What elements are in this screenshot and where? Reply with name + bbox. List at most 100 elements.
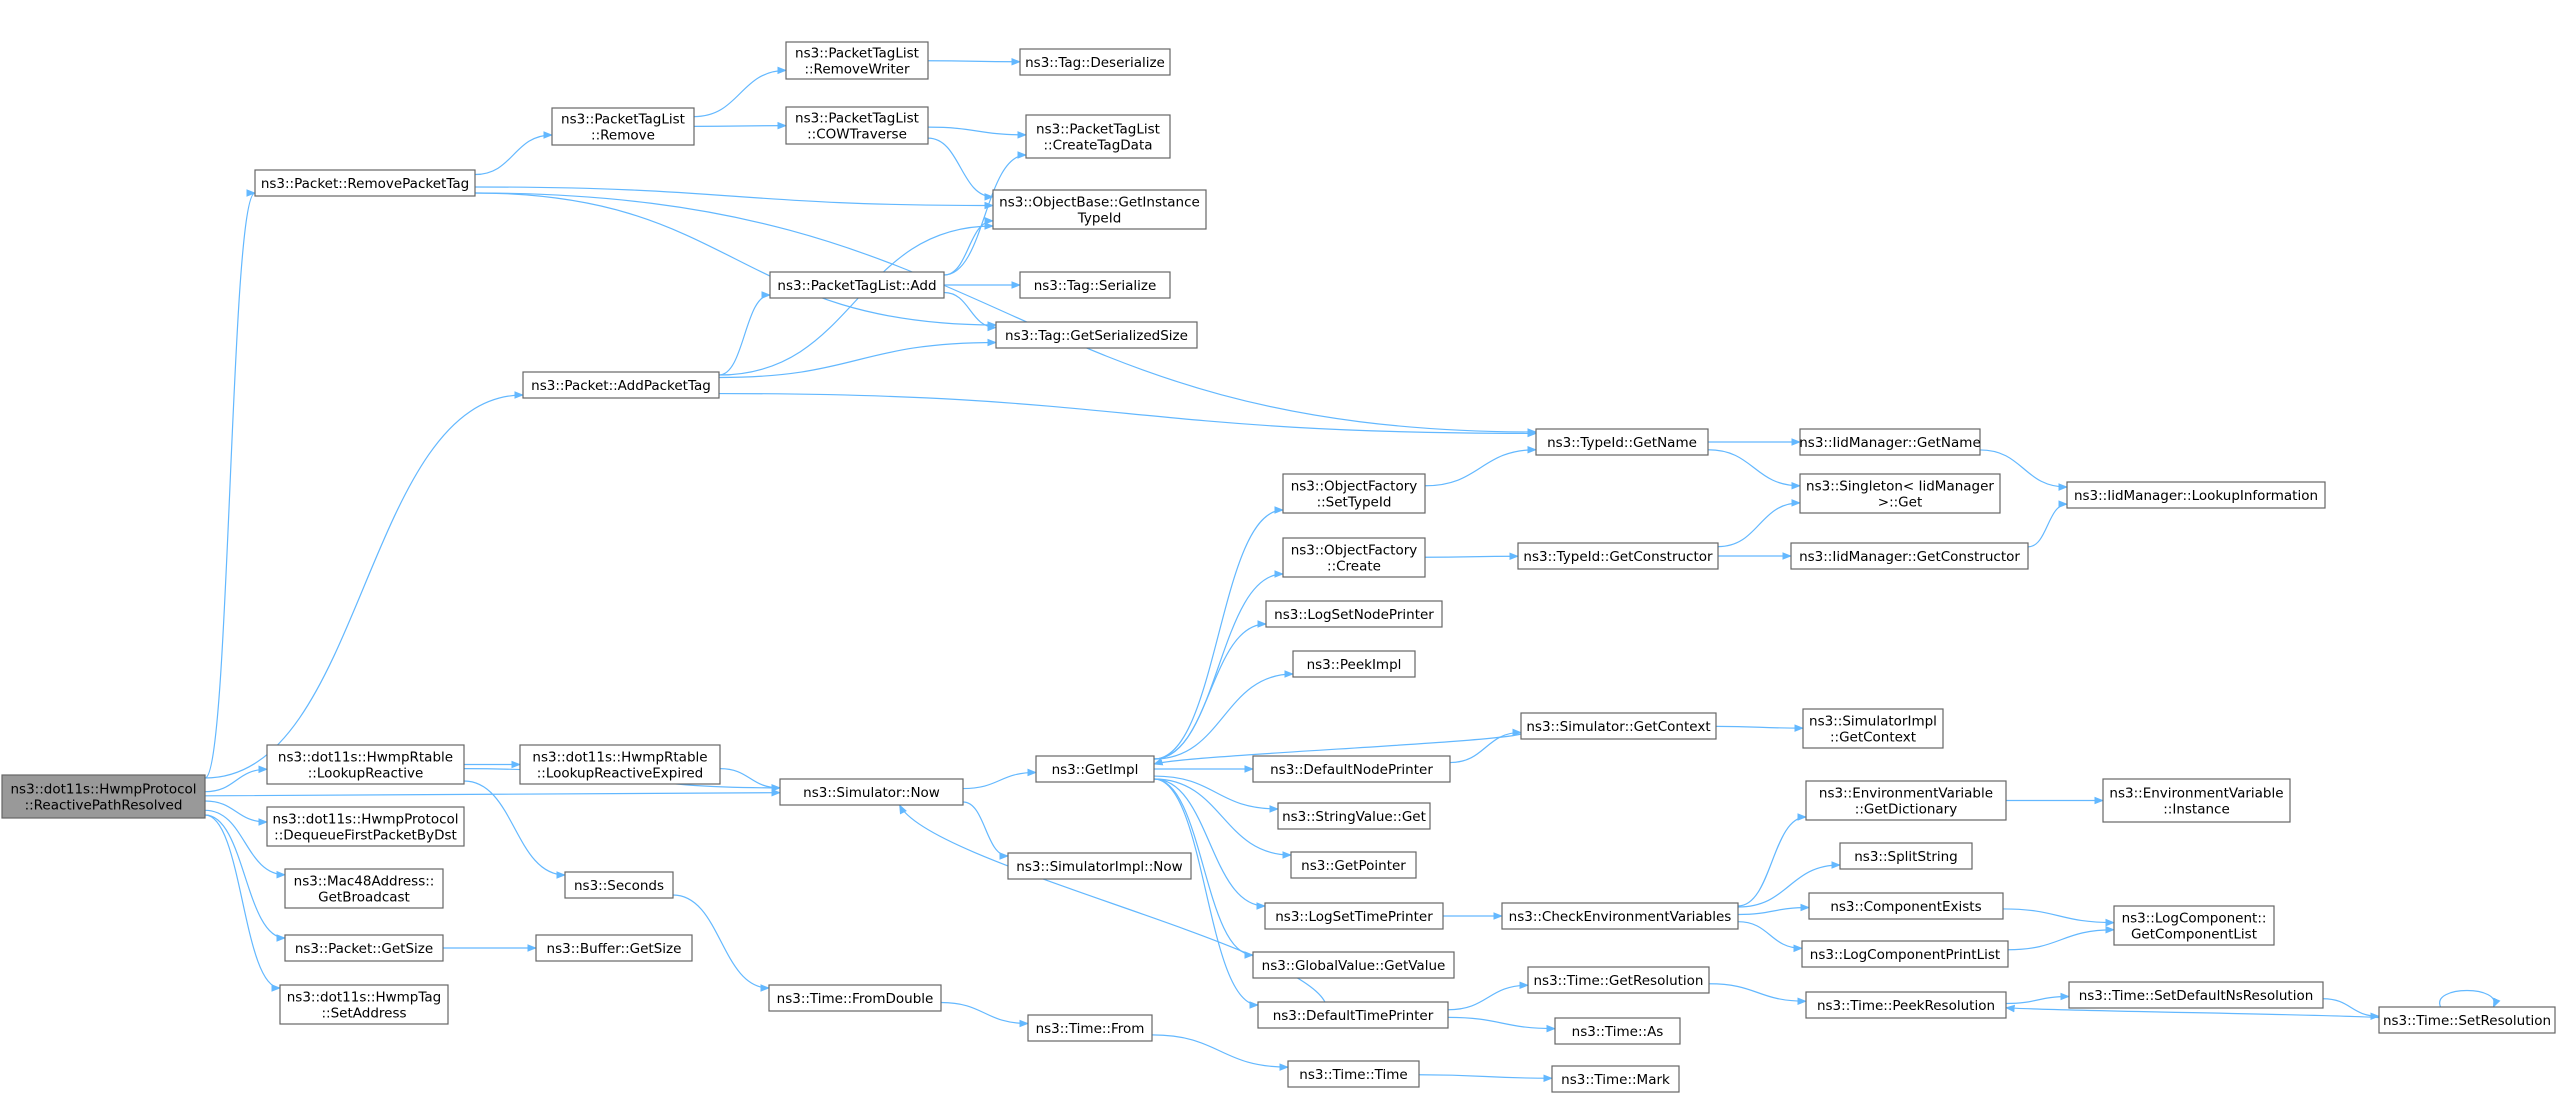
node-label: ns3::LogSetTimePrinter [1275,909,1433,925]
graph-node-n19[interactable]: ns3::IidManager::GetConstructor [1790,542,2029,570]
graph-node-n44[interactable]: ns3::Time::Mark [1551,1065,1680,1093]
graph-node-n17[interactable]: ns3::ObjectFactory::Create [1282,537,1426,578]
graph-node-n40[interactable]: ns3::dot11s::HwmpTag::SetAddress [279,984,449,1025]
graph-node-n43[interactable]: ns3::Time::Time [1287,1060,1420,1088]
graph-node-n9[interactable]: ns3::Tag::Serialize [1019,271,1171,299]
graph-node-n50[interactable]: ns3::LogComponentPrintList [1801,940,2009,968]
node-label: ::LookupReactiveExpired [537,766,704,782]
graph-node-n0[interactable]: ns3::dot11s::HwmpProtocol::ReactivePathR… [1,774,206,819]
graph-node-n6[interactable]: ns3::PacketTagList::CreateTagData [1025,114,1171,159]
graph-node-n35[interactable]: ns3::dot11s::HwmpProtocol::DequeueFirstP… [266,806,465,847]
edge-line [1424,445,1537,487]
node-label: ns3::LogComponentPrintList [1810,947,2000,963]
graph-node-n21[interactable]: ns3::PeekImpl [1292,650,1416,678]
edge-line [1737,861,1841,908]
node-label: ns3::CheckEnvironmentVariables [1509,909,1732,925]
graph-edge-n11-n12 [718,392,1537,438]
graph-edge-n33-n34 [962,801,1009,860]
edge-line [2439,989,2501,1008]
node-box [1287,1060,1420,1088]
graph-edge-n24-n26 [1153,775,1279,813]
graph-node-n16[interactable]: ns3::ObjectFactory::SetTypeId [1282,473,1426,514]
node-box [1535,428,1709,456]
graph-node-n8[interactable]: ns3::PacketTagList::Add [769,271,945,299]
graph-node-n14[interactable]: ns3::Singleton< IidManager>::Get [1799,473,2001,514]
node-label: ns3::Time::PeekResolution [1817,998,1995,1014]
graph-node-n11[interactable]: ns3::Packet::AddPacketTag [522,371,720,399]
node-box [785,106,929,145]
graph-node-n48[interactable]: ns3::SplitString [1839,842,1973,870]
node-label: ns3::EnvironmentVariable [2109,786,2283,802]
graph-edge-n45-n50 [1737,921,1803,953]
graph-node-n20[interactable]: ns3::LogSetNodePrinter [1265,600,1443,628]
edge-line [204,391,524,779]
node-box [1520,712,1717,740]
graph-node-n29[interactable]: ns3::GlobalValue::GetValue [1252,951,1455,979]
edges-layer [204,57,2501,1083]
graph-node-n51[interactable]: ns3::LogComponent::GetComponentList [2113,905,2275,946]
graph-node-n46[interactable]: ns3::EnvironmentVariable::GetDictionary [1805,780,2007,821]
node-label: ns3::Tag::GetSerializedSize [1005,328,1188,344]
graph-edge-n0-n36 [204,809,286,879]
graph-node-n34[interactable]: ns3::SimulatorImpl::Now [1007,852,1192,880]
node-label: ns3::SplitString [1854,849,1958,865]
graph-node-n36[interactable]: ns3::Mac48Address::GetBroadcast [284,868,444,909]
edge-line [1737,903,1810,916]
edge-line [204,189,256,779]
graph-edge-n0-n11 [204,391,524,779]
node-label: ns3::PacketTagList [561,112,685,128]
graph-edge-n11-n7 [718,222,994,376]
graph-node-n52[interactable]: ns3::Time::GetResolution [1527,966,1710,994]
edge-line [474,131,553,176]
graph-node-n4[interactable]: ns3::Tag::Deserialize [1019,48,1171,76]
graph-node-n55[interactable]: ns3::Time::SetResolution [2378,1006,2556,1034]
node-box [1839,842,1973,870]
edge-line [204,765,268,793]
graph-node-n37[interactable]: ns3::Seconds [564,871,674,899]
graph-node-n38[interactable]: ns3::Packet::GetSize [284,934,444,962]
graph-node-n53[interactable]: ns3::Time::PeekResolution [1805,991,2007,1019]
node-label: ns3::PacketTagList [1036,122,1160,138]
graph-node-n12[interactable]: ns3::TypeId::GetName [1535,428,1709,456]
edge-line [204,814,286,942]
node-box [1019,271,1171,299]
graph-node-n25[interactable]: ns3::DefaultNodePrinter [1252,755,1451,783]
graph-node-n41[interactable]: ns3::Time::FromDouble [768,984,942,1012]
graph-edge-n16-n12 [1424,445,1537,487]
graph-node-n10[interactable]: ns3::Tag::GetSerializedSize [995,321,1198,349]
graph-node-n1[interactable]: ns3::Packet::RemovePacketTag [254,169,476,197]
graph-edge-n1-n10 [474,192,997,329]
graph-node-n27[interactable]: ns3::GetPointer [1290,851,1417,879]
node-label: ns3::Tag::Deserialize [1025,55,1165,71]
graph-node-n5[interactable]: ns3::PacketTagList::COWTraverse [785,106,929,145]
node-label: ns3::IidManager::LookupInformation [2074,488,2318,504]
graph-node-n32[interactable]: ns3::dot11s::HwmpRtable::LookupReactiveE… [519,744,721,785]
graph-node-n18[interactable]: ns3::TypeId::GetConstructor [1517,542,1719,570]
graph-node-n45[interactable]: ns3::CheckEnvironmentVariables [1501,902,1739,930]
edge-line [962,801,1009,860]
graph-node-n47[interactable]: ns3::EnvironmentVariable::Instance [2102,778,2291,823]
graph-node-n15[interactable]: ns3::IidManager::LookupInformation [2066,481,2326,509]
node-label: ns3::GlobalValue::GetValue [1262,958,1446,974]
graph-node-n39[interactable]: ns3::Buffer::GetSize [535,934,693,962]
graph-node-n23[interactable]: ns3::SimulatorImpl::GetContext [1802,708,1944,749]
graph-node-n30[interactable]: ns3::DefaultTimePrinter [1257,1001,1449,1029]
graph-node-n22[interactable]: ns3::Simulator::GetContext [1520,712,1717,740]
graph-node-n3[interactable]: ns3::PacketTagList::RemoveWriter [785,41,929,80]
graph-node-n49[interactable]: ns3::ComponentExists [1808,892,2004,920]
graph-node-n54[interactable]: ns3::Time::SetDefaultNsResolution [2068,981,2324,1009]
nodes-layer: ns3::dot11s::HwmpProtocol::ReactivePathR… [1,41,2556,1093]
graph-node-n56[interactable]: ns3::Time::As [1554,1017,1681,1045]
graph-node-n26[interactable]: ns3::StringValue::Get [1277,802,1431,830]
graph-node-n31[interactable]: ns3::dot11s::HwmpRtable::LookupReactive [266,744,465,785]
graph-node-n33[interactable]: ns3::Simulator::Now [779,778,964,806]
graph-node-n28[interactable]: ns3::LogSetTimePrinter [1264,902,1444,930]
graph-node-n24[interactable]: ns3::GetImpl [1035,755,1155,783]
node-box [1277,802,1431,830]
graph-node-n2[interactable]: ns3::PacketTagList::Remove [551,107,695,146]
node-label: ns3::dot11s::HwmpTag [287,990,441,1006]
graph-node-n42[interactable]: ns3::Time::From [1027,1014,1153,1042]
graph-node-n13[interactable]: ns3::IidManager::GetName [1799,428,1981,456]
